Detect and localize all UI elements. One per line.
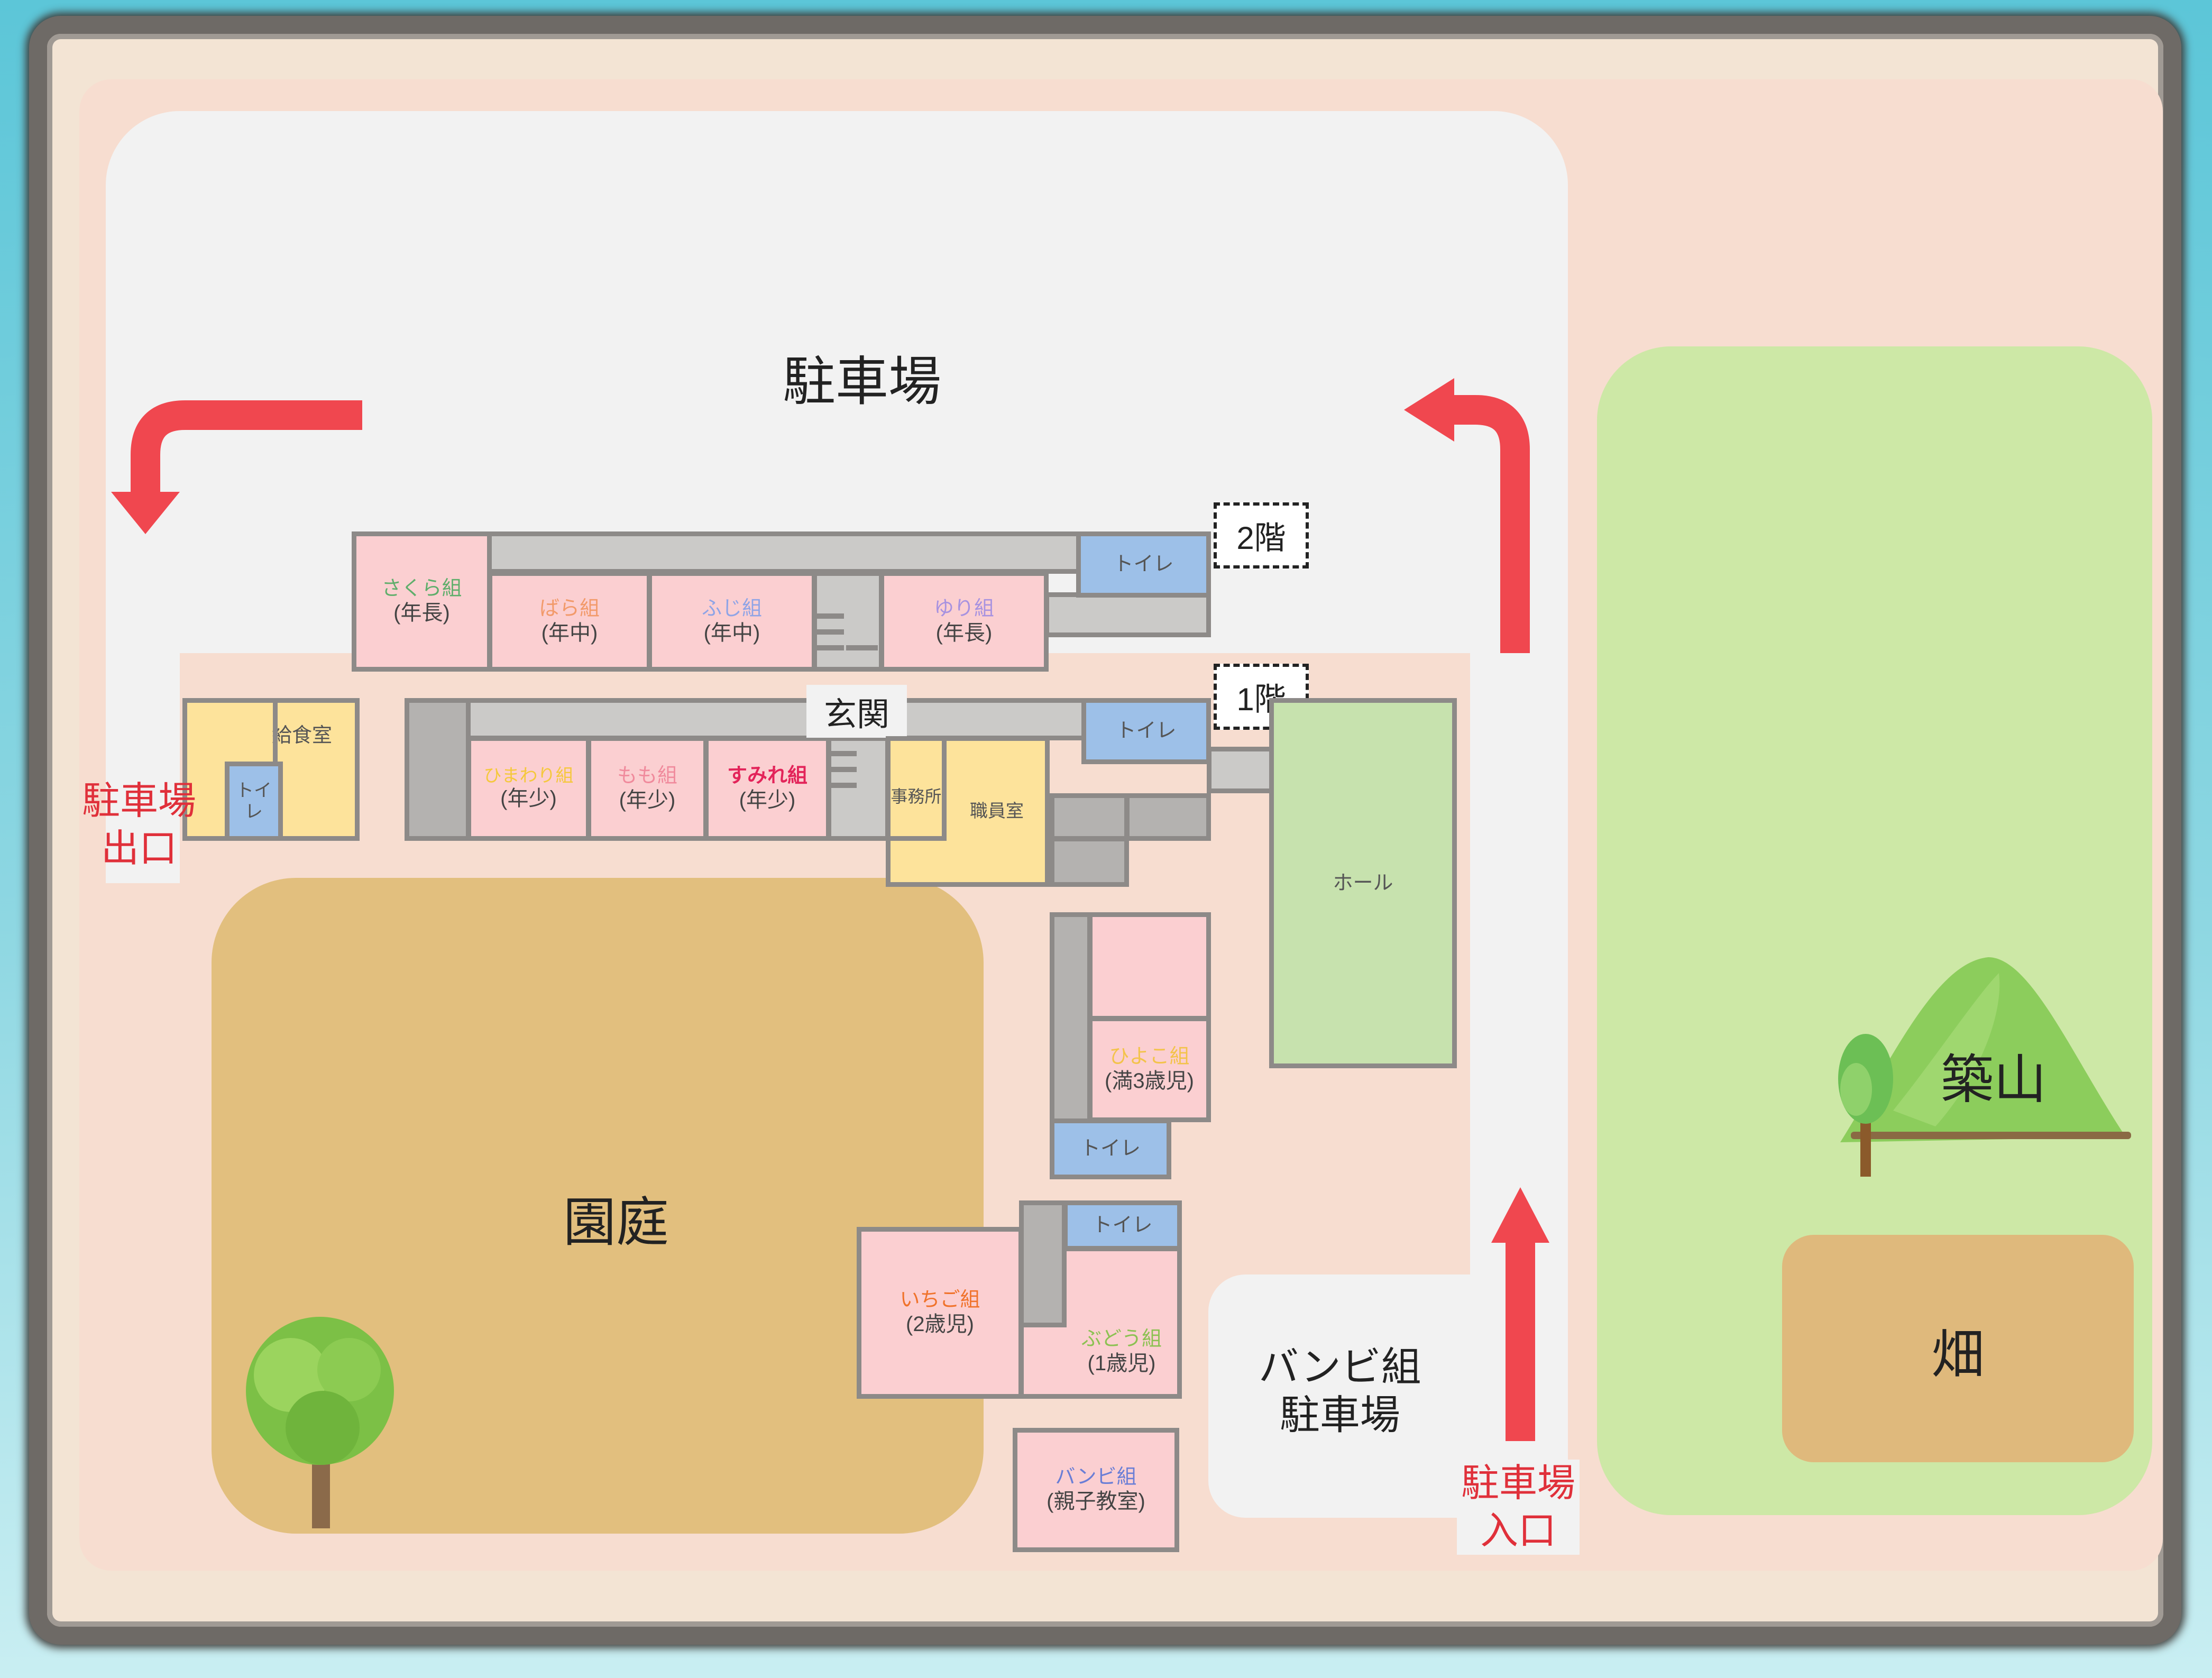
room-bara[interactable]: ばら組 (年中) (488, 571, 651, 672)
room-himawari-grade: (年少) (500, 787, 557, 811)
room-fuji-grade: (年中) (703, 621, 760, 645)
room-sakura-grade: (年長) (393, 601, 450, 625)
room-sumire-name: すみれ組 (727, 764, 807, 787)
kitchen-toilet-label: トイレ (236, 780, 272, 822)
room-fuji-name: ふじ組 (701, 597, 762, 620)
stair-step (846, 645, 878, 650)
first-floor-toilet[interactable]: トイレ (1081, 698, 1211, 764)
room-ichigo-grade: (2歳児) (906, 1313, 974, 1336)
room-hiyoko-grade: (満3歳児) (1105, 1069, 1194, 1093)
first-floor-toilet-label: トイレ (1116, 720, 1177, 742)
first-floor-west-wing (405, 698, 471, 841)
stair-step (830, 767, 857, 772)
budou-corridor-overlay (1019, 1200, 1067, 1327)
parking-exit-label: 駐車場 出口 (82, 777, 196, 873)
room-bambi-grade: (親子教室) (1047, 1490, 1145, 1514)
tree-icon (246, 1317, 394, 1528)
room-momo[interactable]: もも組 (年少) (586, 736, 708, 841)
hall-label: ホール (1333, 872, 1393, 894)
room-ichigo[interactable]: いちご組 (2歳児) (857, 1227, 1023, 1399)
stair-step (814, 629, 844, 635)
budou-toilet[interactable]: トイレ (1063, 1200, 1182, 1251)
stair-step (830, 783, 857, 788)
second-floor-toilet[interactable]: トイレ (1076, 531, 1211, 598)
room-budou-grade: (1歳児) (1087, 1351, 1156, 1375)
bambi-parking-line2: 駐車場 (1279, 1393, 1400, 1438)
parking-entrance-label: 駐車場 入口 (1457, 1460, 1580, 1555)
room-hiyoko-name: ひよこ組 (1109, 1045, 1190, 1068)
parking-exit-line1: 駐車場 (82, 780, 197, 822)
room-fuji[interactable]: ふじ組 (年中) (647, 571, 816, 672)
second-floor-stairwell (812, 571, 884, 672)
room-bambi[interactable]: バンビ組 (親子教室) (1013, 1428, 1179, 1552)
entrance-label[interactable]: 玄関 (806, 685, 907, 738)
room-bambi-name: バンビ組 (1055, 1466, 1137, 1489)
room-sakura-name: さくら組 (381, 577, 462, 600)
bambi-parking-label: バンビ組 駐車場 (1259, 1343, 1421, 1439)
bambi-parking-line1: バンビ組 (1259, 1345, 1421, 1390)
small-tree-icon (1838, 1034, 1893, 1177)
room-sumire-grade: (年少) (739, 788, 796, 812)
parking-exit-line2: 出口 (101, 828, 178, 870)
second-floor-corridor-east (1044, 592, 1211, 637)
storage-a (1050, 793, 1129, 841)
room-hiyoko[interactable]: ひよこ組 (満3歳児) (1088, 1016, 1211, 1122)
hill-label: 築山 (1941, 1050, 2046, 1110)
office-room: 事務所 (886, 736, 947, 841)
second-floor-toilet-label: トイレ (1113, 553, 1174, 576)
parking-entrance-line1: 駐車場 (1461, 1462, 1576, 1505)
field-plot: 畑 (1782, 1235, 2134, 1462)
staff-room-label: 職員室 (970, 801, 1024, 822)
kitchen-toilet[interactable]: トイレ (225, 762, 283, 841)
hill-icon (1840, 957, 2131, 1142)
parking-entrance-line2: 入口 (1480, 1510, 1557, 1552)
hiyoko-toilet-label: トイレ (1080, 1138, 1141, 1160)
room-yuri-name: ゆり組 (933, 597, 994, 620)
kitchen-label: 給食室 (272, 725, 333, 747)
room-budou-name: ぶどう組 (1081, 1327, 1162, 1350)
storage-c (1050, 837, 1129, 887)
hall-connector (1207, 747, 1274, 793)
budou-toilet-label: トイレ (1092, 1214, 1153, 1237)
stair-step (814, 613, 844, 619)
parking-exit-lane (106, 635, 180, 883)
room-momo-name: もも組 (617, 764, 677, 787)
entry-arrow-top-icon (1404, 378, 1530, 653)
hiyoko-annex (1088, 912, 1211, 1021)
hall-room[interactable]: ホール (1269, 698, 1457, 1068)
field-label: 畑 (1931, 1325, 1985, 1384)
storage-b (1125, 793, 1211, 841)
room-bara-name: ばら組 (539, 597, 600, 620)
room-ichigo-name: いちご組 (900, 1289, 980, 1312)
room-momo-grade: (年少) (619, 788, 676, 812)
hiyoko-corridor (1050, 912, 1092, 1126)
exit-arrow-icon (111, 400, 362, 534)
garden-label: 園庭 (563, 1193, 669, 1252)
room-yuri[interactable]: ゆり組 (年長) (879, 571, 1049, 672)
floor-label-2f: 2階 (1214, 502, 1309, 568)
room-sakura[interactable]: さくら組 (年長) (352, 531, 492, 672)
room-yuri-grade: (年長) (935, 621, 993, 645)
room-himawari-name: ひまわり組 (483, 766, 574, 786)
hiyoko-toilet[interactable]: トイレ (1050, 1118, 1171, 1179)
entry-arrow-bottom-icon (1491, 1187, 1549, 1441)
room-sumire[interactable]: すみれ組 (年少) (704, 736, 831, 841)
kitchen-divider (182, 698, 278, 767)
room-bara-grade: (年中) (541, 621, 598, 645)
room-himawari[interactable]: ひまわり組 (年少) (466, 736, 591, 841)
stair-step (814, 645, 844, 650)
main-parking-label: 駐車場 (783, 352, 941, 411)
stair-step (830, 751, 857, 756)
